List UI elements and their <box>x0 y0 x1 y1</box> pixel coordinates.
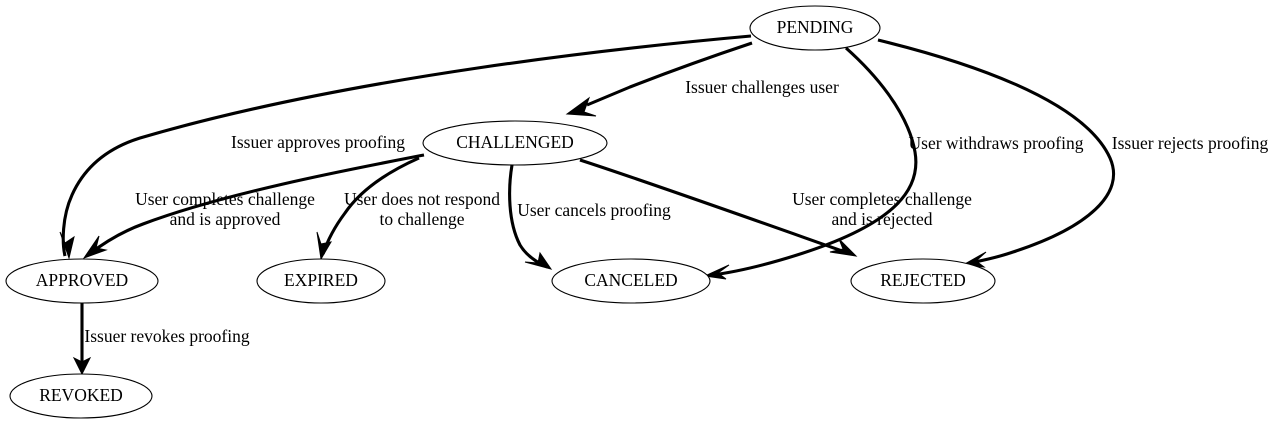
edge-label-pending-canceled: User withdraws proofing <box>909 133 1084 153</box>
state-node-expired[interactable]: EXPIRED <box>256 258 386 304</box>
arrowhead-icon <box>59 231 75 260</box>
node-label-rejected: REJECTED <box>880 270 966 290</box>
state-node-rejected[interactable]: REJECTED <box>850 258 996 304</box>
edge-line-challenged-rejected <box>579 158 849 255</box>
nodes-layer: PENDING CHALLENGED APPROVED EXPIRED CANCELED… <box>5 5 996 419</box>
node-label-pending: PENDING <box>777 17 854 37</box>
edges-layer <box>59 34 1116 376</box>
edge-line-pending-approved <box>61 34 752 257</box>
edge-pending-approved <box>59 34 752 260</box>
edge-label-challenged-canceled: User cancels proofing <box>517 200 671 220</box>
edge-label-challenged-rejected: and is rejected <box>831 209 932 229</box>
edge-line-pending-canceled <box>711 46 918 277</box>
arrowhead-icon <box>703 264 730 280</box>
arrowhead-icon <box>72 356 92 376</box>
edge-pending-canceled <box>703 46 918 280</box>
edge-line-pending-rejected <box>877 38 1116 265</box>
edge-label-challenged-rejected: User completes challenge <box>792 189 972 209</box>
node-label-approved: APPROVED <box>36 270 128 290</box>
state-node-pending[interactable]: PENDING <box>749 5 881 51</box>
arrowhead-icon <box>565 96 597 117</box>
edge-label-challenged-expired: User does not respond <box>344 189 500 209</box>
arrowhead-icon <box>82 235 108 260</box>
state-node-challenged[interactable]: CHALLENGED <box>422 120 608 166</box>
node-ellipse-revoked <box>9 373 153 419</box>
node-ellipse-expired <box>256 258 386 304</box>
edge-pending-rejected <box>877 38 1116 268</box>
edge-challenged-expired <box>316 156 420 261</box>
edge-challenged-rejected <box>579 158 858 257</box>
node-ellipse-challenged <box>422 120 608 166</box>
edge-line-challenged-expired <box>321 156 420 255</box>
edge-line-pending-challenged <box>586 41 753 107</box>
arrowhead-icon <box>316 231 332 261</box>
arrowhead-icon <box>829 238 858 257</box>
edge-label-pending-approved: Issuer approves proofing <box>231 132 405 152</box>
edge-challenged-canceled <box>508 164 553 270</box>
edge-approved-revoked <box>72 303 92 376</box>
arrowhead-icon <box>524 251 553 270</box>
edge-line-challenged-canceled <box>508 164 548 269</box>
edge-label-pending-challenged: Issuer challenges user <box>685 77 839 97</box>
node-label-revoked: REVOKED <box>39 385 123 405</box>
state-node-revoked[interactable]: REVOKED <box>9 373 153 419</box>
node-ellipse-rejected <box>850 258 996 304</box>
node-ellipse-pending <box>749 5 881 51</box>
edge-label-pending-rejected: Issuer rejects proofing <box>1112 133 1269 153</box>
node-ellipse-canceled <box>551 258 711 304</box>
edge-label-challenged-expired: to challenge <box>379 209 464 229</box>
node-label-expired: EXPIRED <box>284 270 358 290</box>
edge-label-approved-revoked: Issuer revokes proofing <box>84 326 249 346</box>
edge-label-challenged-approved: and is approved <box>170 209 281 229</box>
node-ellipse-approved <box>5 258 159 304</box>
edge-challenged-approved <box>82 153 425 260</box>
node-label-challenged: CHALLENGED <box>456 132 574 152</box>
edge-pending-challenged <box>565 41 753 117</box>
node-label-canceled: CANCELED <box>584 270 677 290</box>
state-node-canceled[interactable]: CANCELED <box>551 258 711 304</box>
edge-line-challenged-approved <box>87 153 425 257</box>
edge-label-challenged-approved: User completes challenge <box>135 189 315 209</box>
state-node-approved[interactable]: APPROVED <box>5 258 159 304</box>
